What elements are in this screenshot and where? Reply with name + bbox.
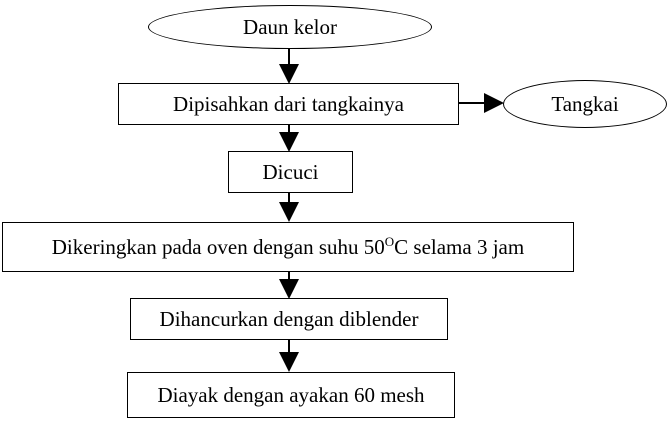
step-label: Dihancurkan dengan diblender (159, 306, 419, 331)
step-label: Diayak dengan ayakan 60 mesh (157, 382, 425, 407)
start-node: Daun kelor (148, 5, 432, 49)
side-output-label: Tangkai (551, 91, 619, 116)
step-oven-dry: Dikeringkan pada oven dengan suhu 50OC s… (2, 222, 574, 272)
step-sieve: Diayak dengan ayakan 60 mesh (127, 372, 455, 418)
step-wash: Dicuci (228, 151, 353, 193)
step-label-post: C selama 3 jam (394, 234, 525, 259)
step-label: Dipisahkan dari tangkainya (173, 91, 404, 116)
side-output-node: Tangkai (503, 80, 667, 128)
step-label: Dicuci (262, 159, 319, 184)
step-label-composite: Dikeringkan pada oven dengan suhu 50OC s… (52, 235, 524, 260)
step-blend: Dihancurkan dengan diblender (130, 298, 448, 340)
start-label: Daun kelor (243, 14, 337, 39)
step-separate-stems: Dipisahkan dari tangkainya (118, 83, 459, 125)
step-label-pre: Dikeringkan pada oven dengan suhu 50 (51, 234, 385, 259)
degree-superscript: O (384, 233, 395, 249)
